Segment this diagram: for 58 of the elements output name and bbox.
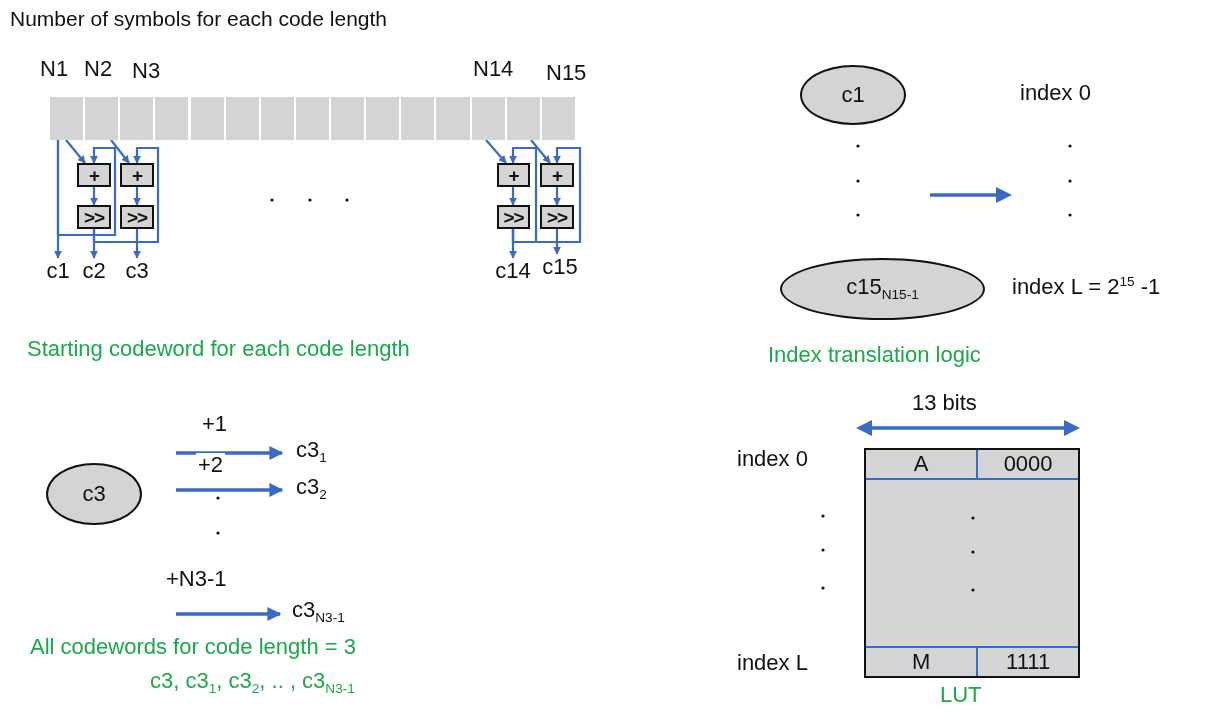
arrow	[509, 187, 517, 206]
arrow	[90, 187, 98, 206]
arrow	[133, 229, 141, 259]
output-label: index 0	[1020, 80, 1110, 107]
text-label: index 0	[737, 446, 808, 473]
arrow	[553, 187, 561, 206]
text-label: 13 bits	[912, 390, 977, 417]
adder-box: +	[77, 163, 111, 187]
cell-value: 1111	[1005, 648, 1052, 676]
text-label: N14	[473, 56, 514, 83]
arrow	[176, 483, 284, 497]
shifter-box: >>	[540, 205, 574, 229]
output-label: c14	[490, 258, 536, 285]
caption-text: All codewords for code length = 3	[30, 634, 356, 661]
text-label: index L	[737, 650, 808, 677]
node-label: c1	[841, 82, 865, 108]
output-label: index L = 2$^{15}$ -1	[1012, 274, 1212, 301]
node-label: c3	[82, 481, 106, 507]
node-label: c15$_{N15-1}$	[846, 274, 919, 304]
output-label: c1	[40, 258, 76, 285]
cell-value: A	[912, 450, 930, 478]
cell-value: M	[910, 648, 932, 676]
caption-text: c3, c3$_{1}$, c3$_{2}$, .. , c3$_{N3-1}$	[150, 668, 355, 698]
output-label: c3	[119, 258, 155, 285]
table-caption: LUT	[940, 682, 982, 709]
output-label: c2	[76, 258, 112, 285]
shifter-box: >>	[120, 205, 154, 229]
text-label: N1	[40, 56, 69, 83]
text-label: N2	[84, 56, 113, 83]
arrow	[110, 139, 130, 164]
output-label: c3$_{N3-1}$	[280, 597, 384, 627]
shifter-box: >>	[497, 205, 530, 229]
adder-box: +	[540, 163, 574, 187]
output-label: c15	[537, 254, 583, 281]
caption-text: Index translation logic	[768, 342, 981, 369]
output-label: c3$_{2}$	[282, 474, 346, 504]
arrow	[92, 146, 160, 244]
arrow	[56, 140, 117, 237]
shifter-box: >>	[77, 205, 111, 229]
arrow	[509, 146, 538, 244]
arrow	[485, 139, 507, 164]
arrow	[530, 139, 551, 164]
register-array	[50, 97, 577, 140]
arrow	[133, 187, 141, 206]
adder-box: +	[120, 163, 154, 187]
adder-box: +	[497, 163, 530, 187]
arrow	[65, 139, 86, 164]
arrow	[176, 607, 282, 621]
output-label: c3$_{1}$	[282, 437, 346, 467]
text-label: N15	[546, 60, 587, 87]
text-label: Number of symbols for each code length	[10, 6, 388, 32]
arrow	[511, 146, 582, 244]
caption-text: Starting codeword for each code length	[27, 336, 410, 363]
arrow	[176, 446, 284, 460]
lut-table	[864, 448, 1080, 678]
cell-value: 0000	[1002, 450, 1054, 478]
arrow	[553, 229, 561, 255]
text-label: N3	[132, 58, 161, 85]
